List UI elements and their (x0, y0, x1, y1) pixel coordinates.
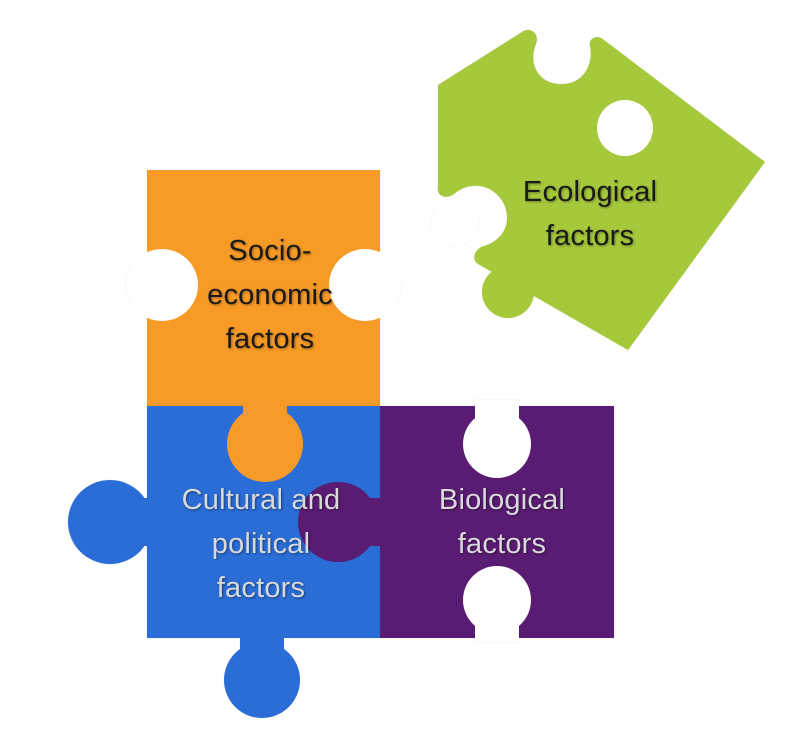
cultural-piece-shape (147, 406, 380, 638)
biological-piece-shape (380, 406, 614, 638)
ecological-piece (431, 29, 765, 350)
biological-piece (298, 400, 614, 642)
socio-bottom-tab (227, 400, 303, 482)
socio-piece-shape (147, 170, 380, 406)
cultural-piece (68, 406, 380, 718)
socio-piece (126, 170, 401, 406)
